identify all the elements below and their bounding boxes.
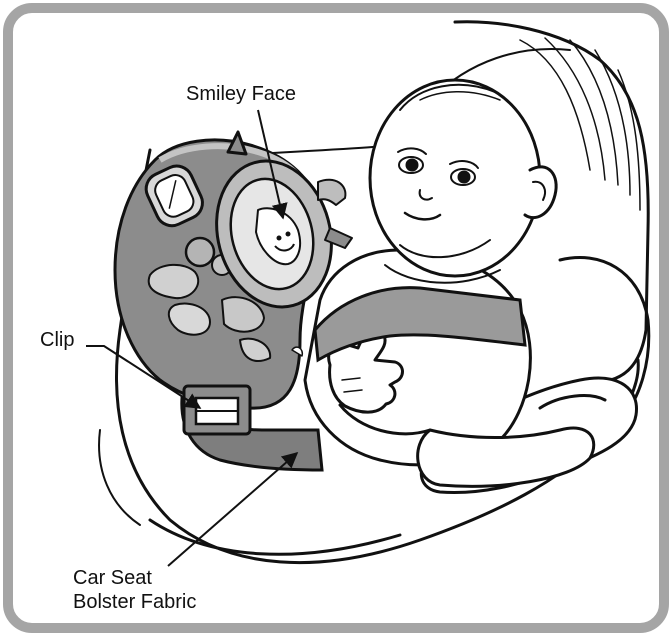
bolster-label-line2: Bolster Fabric [73,590,196,614]
clip-label: Clip [40,328,74,352]
bolster-label-line1: Car Seat [73,566,196,590]
clip [184,386,250,434]
smiley-face-label: Smiley Face [186,82,296,106]
bolster-fabric-label: Car Seat Bolster Fabric [73,566,196,614]
